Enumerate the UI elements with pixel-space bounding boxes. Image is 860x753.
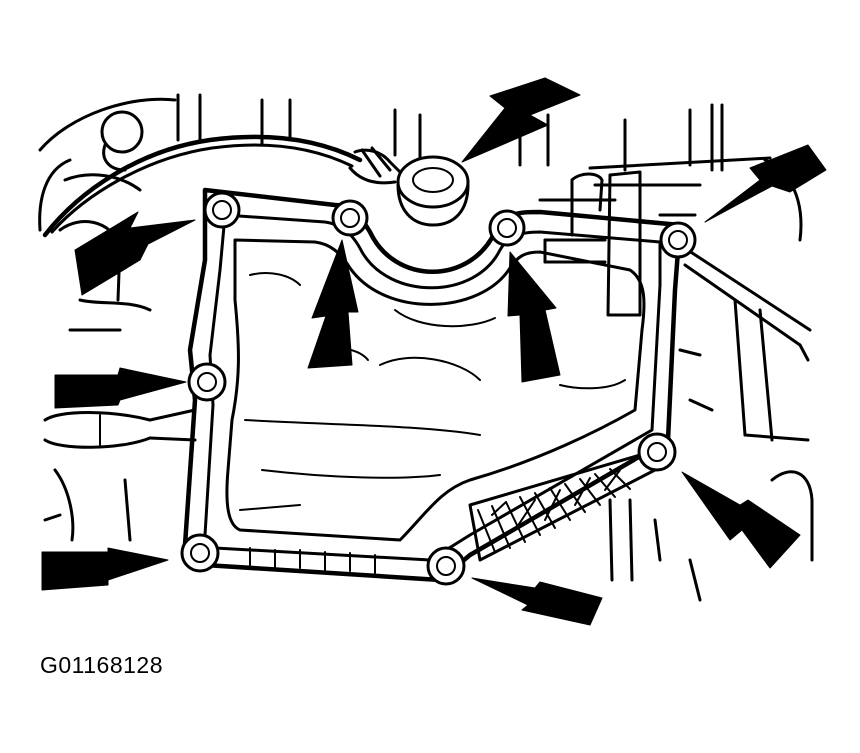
engine-background (38, 93, 814, 602)
pointer-arrows (41, 77, 827, 626)
arrow-bolt-top-center-right (507, 251, 561, 383)
bolts (180, 191, 697, 586)
arrow-bolt-top-center-left (307, 239, 359, 369)
arrow-bolt-bottom-center (471, 577, 603, 626)
bolt-bottom-center (426, 546, 466, 586)
filler-cap (396, 155, 470, 227)
arrow-filler-cap (461, 77, 581, 163)
bolt-left-middle (187, 362, 227, 402)
cover-plate (182, 187, 683, 583)
arrow-bolt-bottom-left (41, 547, 169, 591)
bolt-top-center-left (331, 199, 369, 237)
arrow-bolt-top-right (704, 144, 827, 223)
bolt-top-left (203, 191, 241, 229)
figure-id-label: G01168128 (40, 652, 164, 678)
bolt-top-right (659, 221, 697, 259)
arrow-bolt-right-middle (681, 471, 801, 569)
arrow-bolt-left-middle (54, 367, 187, 409)
bolt-bottom-left (180, 533, 220, 573)
arrow-bolt-top-left (74, 211, 196, 296)
bolt-top-center-right (488, 209, 526, 247)
bolt-right-middle (637, 432, 677, 472)
